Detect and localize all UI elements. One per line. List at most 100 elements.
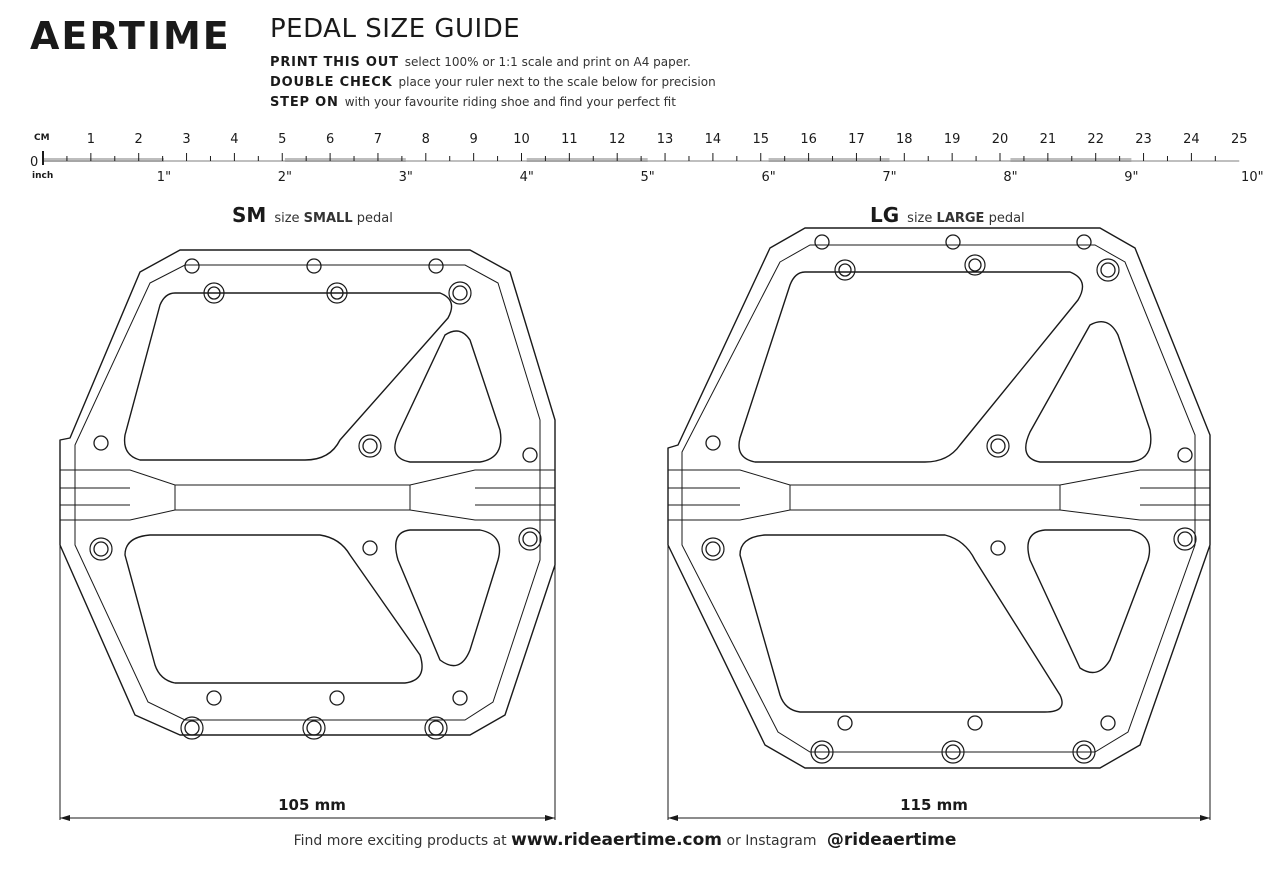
ruler-cm-tick-label: 5 [278, 132, 286, 147]
ruler-cm-tick-label: 14 [705, 132, 722, 147]
pedal-pin-hole [1177, 531, 1193, 547]
pedal-pin-boss [810, 740, 834, 764]
footer-prefix: Find more exciting products at [293, 833, 507, 849]
ruler-cm-tick-label: 12 [609, 132, 626, 147]
ruler-inch-tick-label: 8" [1003, 170, 1017, 185]
pedal-pin-hole [428, 258, 444, 274]
ruler-cm-tick-label: 2 [135, 132, 143, 147]
ruler-cm-tick-label: 7 [374, 132, 382, 147]
pedal-size-suffix: pedal [988, 211, 1025, 226]
instruction-label: DOUBLE CHECK [270, 75, 393, 90]
ruler-cm-tick-label: 8 [422, 132, 430, 147]
ruler-inch-tick-label: 10" [1241, 170, 1264, 185]
ruler-cm-tick-label: 11 [561, 132, 578, 147]
pedal-pin-hole [1076, 234, 1092, 250]
pedal-pin-boss [358, 434, 382, 458]
dimension-line-large [668, 815, 1210, 821]
ruler-inch-tick-label: 5" [641, 170, 655, 185]
website-link[interactable]: www.rideaertime.com [511, 830, 723, 850]
ruler-inch-band [43, 158, 164, 162]
pedal-small-drawing [59, 249, 556, 820]
pedal-pin-hole [705, 435, 721, 451]
ruler-cm-tick-label: 22 [1087, 132, 1104, 147]
dimension-line-small [60, 815, 555, 821]
pedal-pin-boss [1072, 740, 1096, 764]
ruler-inch-tick-label: 9" [1124, 170, 1138, 185]
dimension-small: 105 mm [278, 796, 346, 814]
pedal-pin-hole [184, 258, 200, 274]
ruler-cm-tick-label: 24 [1183, 132, 1200, 147]
pedal-size-prefix: size [907, 211, 933, 226]
pedal-pin-boss [1096, 258, 1120, 282]
instagram-link[interactable]: @rideaertime [826, 830, 957, 850]
pedal-pin-hole [1177, 447, 1193, 463]
instruction-text: place your ruler next to the scale below… [398, 75, 716, 89]
pedal-pin-hole [838, 263, 852, 277]
pedal-pin-boss [518, 527, 542, 551]
pedal-pin-hole [968, 258, 982, 272]
ruler-cm-tick-label: 10 [513, 132, 530, 147]
pedal-pin-hole [967, 715, 983, 731]
pedal-pin-boss [986, 434, 1010, 458]
pedal-pin-boss [180, 716, 204, 740]
pedal-pin-hole [184, 720, 200, 736]
footer: Find more exciting products at www.ridea… [0, 830, 1250, 850]
ruler-cm-label: CM [34, 133, 50, 143]
pedal-pin-boss [302, 716, 326, 740]
ruler-cm-tick-label: 25 [1231, 132, 1248, 147]
ruler-cm-tick-label: 4 [230, 132, 238, 147]
pedal-pin-hole [93, 541, 109, 557]
pedal-pin-boss [834, 259, 856, 281]
pedal-pin-boss [448, 281, 472, 305]
pedal-pin-hole [206, 690, 222, 706]
pedal-pin-hole [1100, 262, 1116, 278]
pedal-pin-hole [452, 285, 468, 301]
pedal-pin-boss [326, 282, 348, 304]
pedal-size-word: LARGE [936, 211, 985, 226]
ruler-cm-tick-label: 23 [1135, 132, 1152, 147]
pedal-pin-hole [1076, 744, 1092, 760]
ruler-inch-label: inch [32, 171, 53, 181]
pedal-label-large: LG size LARGE pedal [870, 203, 1025, 227]
pedal-pin-boss [424, 716, 448, 740]
pedal-pin-boss [89, 537, 113, 561]
pedal-pin-hole [522, 531, 538, 547]
pedal-code: LG [870, 203, 900, 227]
ruler-inch-tick-label: 1" [157, 170, 171, 185]
pedal-pin-hole [93, 435, 109, 451]
ruler-inch-tick-label: 2" [278, 170, 292, 185]
pedal-code: SM [232, 203, 267, 227]
ruler-inch-tick-label: 4" [520, 170, 534, 185]
pedal-pin-hole [362, 438, 378, 454]
brand-logo: AERTIME [30, 14, 231, 58]
pedal-pin-hole [990, 540, 1006, 556]
pedal-pin-hole [330, 286, 344, 300]
pedal-pin-hole [990, 438, 1006, 454]
pedal-pin-boss [203, 282, 225, 304]
ruler-cm-tick-label: 18 [896, 132, 913, 147]
ruler-inch-band [526, 158, 648, 162]
pedal-size-prefix: size [274, 211, 300, 226]
ruler-cm-tick-label: 9 [470, 132, 478, 147]
ruler-cm-tick-label: 13 [657, 132, 674, 147]
pedal-pin-boss [964, 254, 986, 276]
pedal-pin-hole [522, 447, 538, 463]
ruler-cm-tick-label: 21 [1040, 132, 1057, 147]
pedal-pin-hole [428, 720, 444, 736]
pedal-pin-boss [941, 740, 965, 764]
pedal-pin-hole [705, 541, 721, 557]
dimension-large: 115 mm [900, 796, 968, 814]
ruler-inch-tick-label: 7" [882, 170, 896, 185]
pedal-pin-boss [1173, 527, 1197, 551]
ruler-zero-label: 0 [30, 155, 38, 170]
pedal-pin-hole [362, 540, 378, 556]
pedal-size-word: SMALL [303, 211, 353, 226]
ruler-inch-tick-label: 6" [761, 170, 775, 185]
instruction-label: STEP ON [270, 95, 339, 110]
pedal-pin-hole [814, 744, 830, 760]
ruler-cm-tick-label: 3 [182, 132, 190, 147]
pedal-pin-hole [329, 690, 345, 706]
